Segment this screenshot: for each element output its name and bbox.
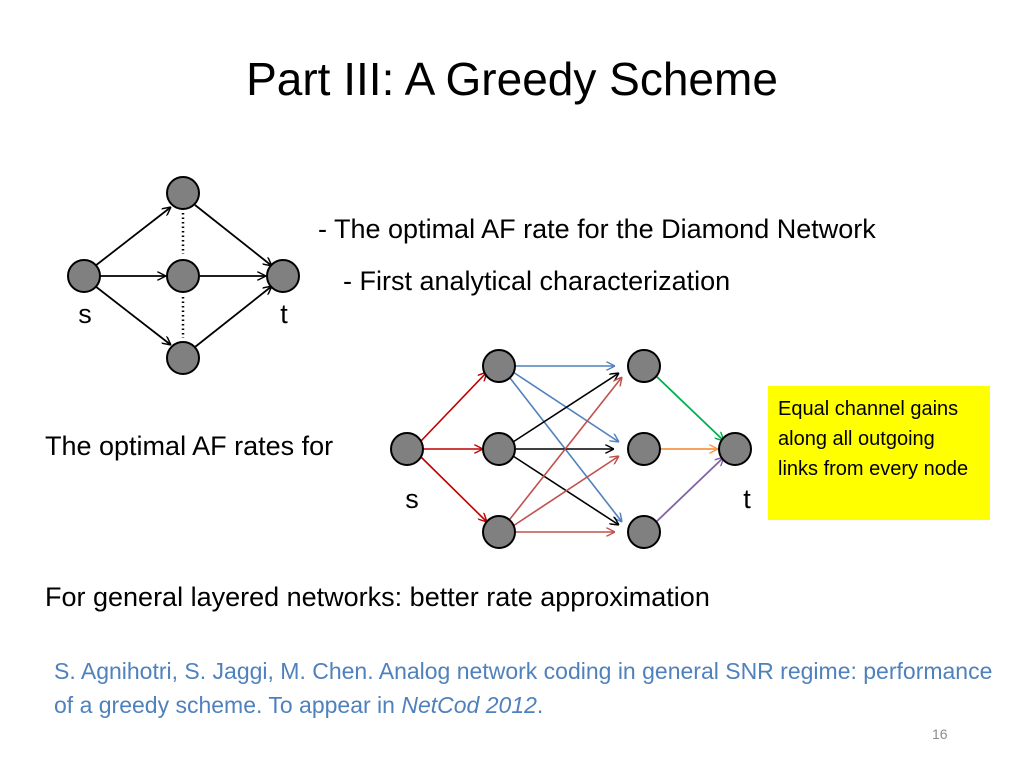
layered-source-node [390, 432, 424, 466]
edge-top-t [194, 204, 272, 266]
diamond-relay-middle [166, 259, 200, 293]
layer1-node-middle [482, 432, 516, 466]
citation-period: . [536, 692, 544, 718]
diamond-relay-bottom [166, 341, 200, 375]
edge-s-bottom [94, 285, 171, 345]
layer1-node-top [482, 349, 516, 383]
edge-l1middle-l2top [512, 373, 619, 443]
edge-l1bottom-l2top [509, 377, 622, 520]
diamond-source-node [67, 259, 101, 293]
diamond-relay-top [166, 176, 200, 210]
citation-text: S. Agnihotri, S. Jaggi, M. Chen. Analog … [54, 658, 993, 718]
layered-intro-text: The optimal AF rates for [45, 431, 334, 461]
edge-s-l1-bottom [420, 456, 487, 522]
diamond-sink-label: t [280, 299, 288, 329]
layered-sink-node [718, 432, 752, 466]
layer2-node-top [627, 349, 661, 383]
note-callout: Equal channel gains along all outgoing l… [768, 386, 990, 520]
layered-network-diagram: s t [390, 349, 752, 549]
general-networks-text: For general layered networks: better rat… [45, 582, 710, 612]
layer2-node-middle [627, 432, 661, 466]
layered-source-label: s [405, 484, 419, 514]
edge-l2top-t [654, 374, 724, 441]
edge-s-l1-top [420, 372, 487, 442]
edge-l2bottom-t [654, 457, 724, 524]
edge-bottom-t [194, 286, 272, 348]
layer1-node-bottom [482, 515, 516, 549]
diamond-sink-node [266, 259, 300, 293]
bullet-diamond-network: - The optimal AF rate for the Diamond Ne… [318, 214, 876, 244]
slide-title: Part III: A Greedy Scheme [246, 53, 778, 105]
page-number: 16 [932, 726, 948, 742]
bullet-first-characterization: - First analytical characterization [343, 266, 731, 296]
layer2-node-bottom [627, 515, 661, 549]
edge-s-top [94, 207, 171, 267]
citation-venue: NetCod 2012 [401, 692, 537, 718]
edge-l1top-l2bottom [509, 377, 622, 522]
edge-l1bottom-l2middle [512, 456, 619, 527]
diamond-source-label: s [78, 299, 92, 329]
citation: S. Agnihotri, S. Jaggi, M. Chen. Analog … [54, 654, 994, 722]
diamond-network-diagram: s t [67, 176, 300, 375]
layered-sink-label: t [743, 484, 751, 514]
